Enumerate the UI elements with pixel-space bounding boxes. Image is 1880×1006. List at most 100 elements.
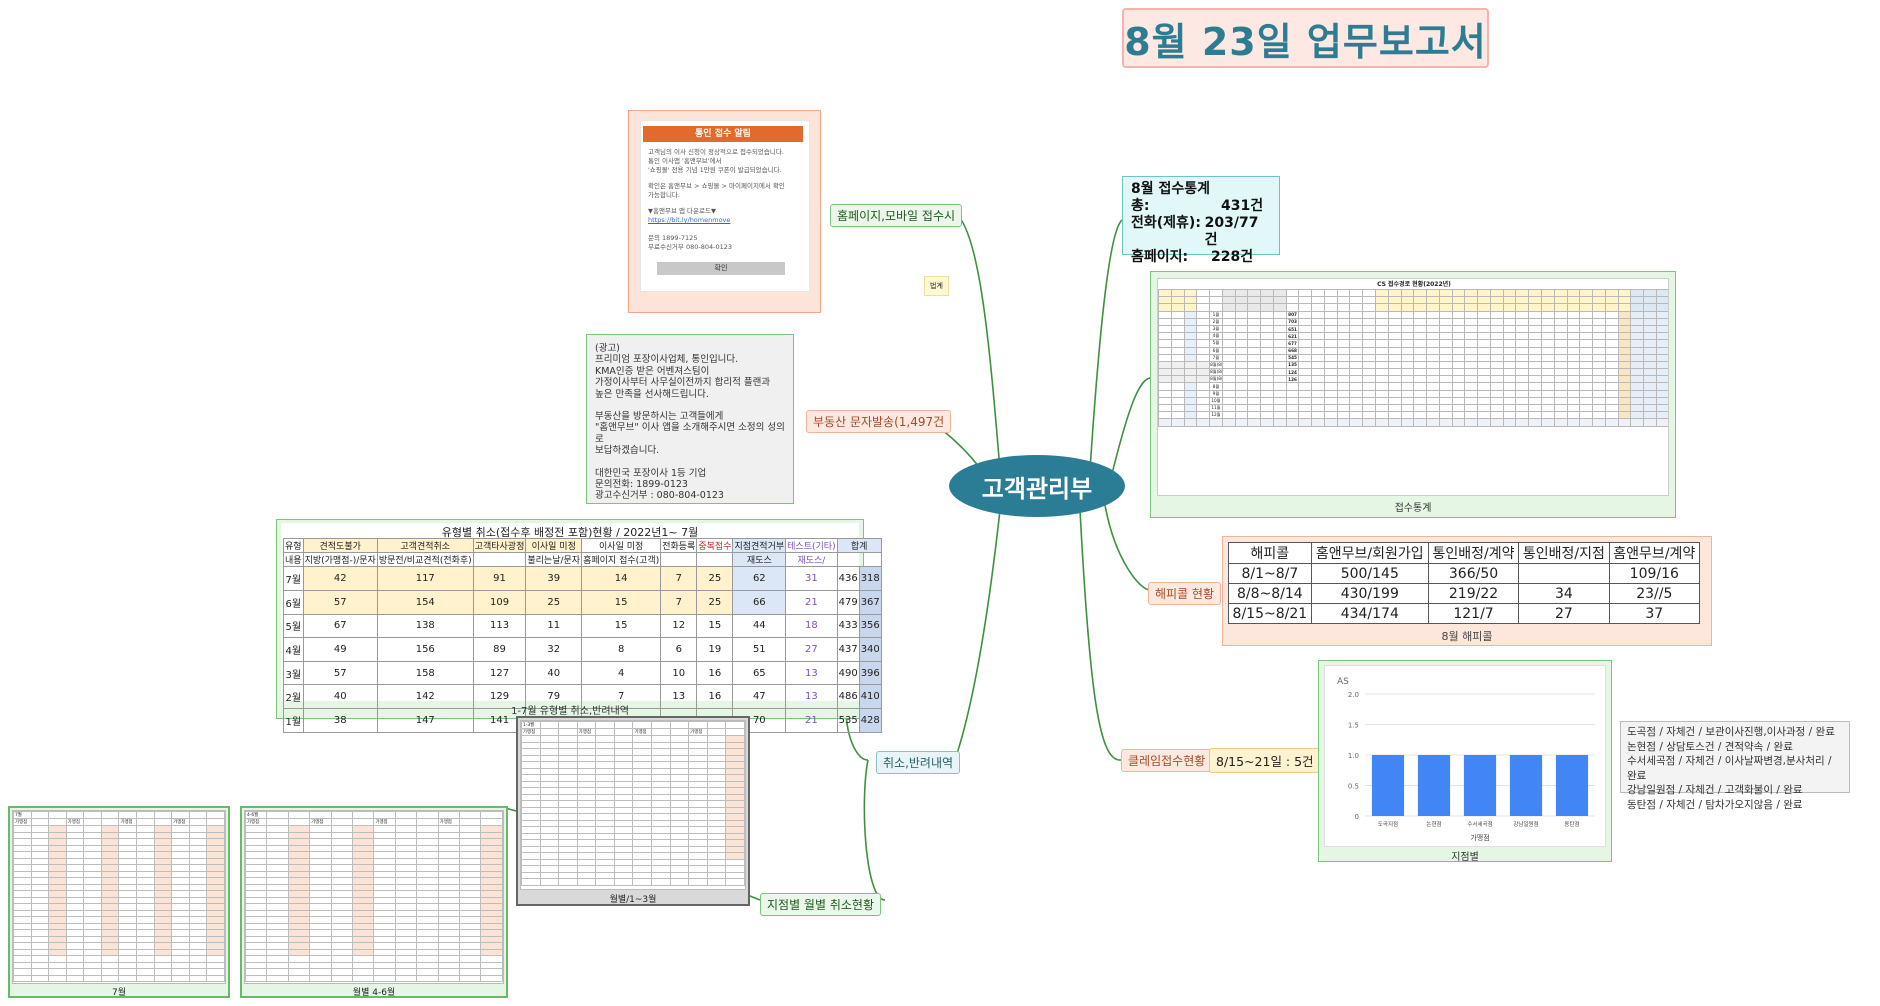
sheet-col-header: 가맹점: [171, 818, 190, 826]
sheet-cell: [118, 811, 138, 819]
cs-cell: [1196, 389, 1211, 398]
cs-cell: [1477, 368, 1491, 377]
cs-cell: [1592, 360, 1606, 370]
cs-cell: [1272, 324, 1287, 334]
cs-cell: [1502, 382, 1517, 391]
cs-cell: [1387, 396, 1402, 406]
cs-cell: [1643, 332, 1657, 341]
cs-cell: [1375, 353, 1389, 362]
cs-cell: [1336, 360, 1351, 370]
sheet-cell: [725, 813, 745, 821]
sheet-col-header: 가맹점: [13, 818, 32, 826]
cs-cell: [1630, 375, 1645, 384]
cs-cell: [1170, 403, 1185, 413]
sheet-cell: [206, 811, 225, 819]
cancel-month: 6월: [283, 589, 304, 615]
central-topic[interactable]: 고객관리부: [949, 455, 1125, 517]
cs-cell: [1400, 346, 1415, 355]
sheet-cell: [459, 890, 482, 898]
cs-cell: [1438, 317, 1453, 326]
cs-cell: [1489, 411, 1504, 420]
topic-cancel[interactable]: 취소,반려내역: [876, 751, 961, 774]
cs-cell: [1260, 411, 1274, 420]
cancel-cell: 47: [732, 684, 787, 709]
sheet-cell: [459, 935, 482, 943]
cs-cell: [1272, 360, 1287, 370]
topic-web-mobile[interactable]: 홈페이지,모바일 접수시: [830, 204, 963, 227]
sheet-cell: [725, 871, 745, 879]
sheet-cell: [480, 870, 503, 878]
cs-cell: [1566, 389, 1581, 398]
cs-cell: [1515, 403, 1530, 413]
hp-header: 해피콜: [1228, 542, 1312, 564]
cs-cell: [1553, 332, 1568, 341]
topic-sms[interactable]: 부동산 문자발송(1,497건: [806, 410, 952, 433]
stats-value: 228건: [1211, 249, 1254, 265]
cancel-cell: 156: [376, 637, 474, 662]
cs-cell: [1579, 403, 1594, 413]
as-x-tick: 동탄점: [1564, 820, 1579, 828]
cs-cell: [1451, 403, 1466, 413]
happycall-table-wrap[interactable]: 해피콜 홈앤무브/회원가입 통인배정/계약 통인배정/지점 홈앤무브/계약 8/…: [1228, 542, 1701, 624]
cs-header-cell: [1247, 288, 1262, 298]
cs-footer-cell: [1375, 418, 1389, 427]
cs-header-cell: [1183, 288, 1198, 298]
cs-cell: [1617, 396, 1632, 406]
cs-cell: [1170, 368, 1185, 377]
sheet-cell: [669, 721, 690, 729]
cs-cell: [1260, 396, 1274, 406]
cs-header-cell: [1426, 303, 1440, 312]
sheet-cell: [416, 974, 439, 982]
cs-cell: [1566, 346, 1581, 355]
cs-header-cell: [1400, 296, 1415, 305]
topic-branch-monthly[interactable]: 지점별 월별 취소현황: [760, 893, 881, 916]
cs-header-cell: [1489, 303, 1504, 312]
cs-cell: [1336, 396, 1351, 406]
sheet-cell: [480, 883, 503, 891]
monthly-stats-box[interactable]: 8월 접수통계 총:431건 전화(제휴):203/77건 홈페이지:228건: [1122, 176, 1280, 265]
cs-cell: [1362, 368, 1377, 377]
cs-header-cell: [1260, 303, 1274, 312]
sheet-cell: [459, 903, 482, 911]
sheet-cell: [83, 974, 102, 982]
cs-cell: [1272, 353, 1287, 362]
cs-cell: [1566, 353, 1581, 362]
cancel-subheader: 재도스: [732, 552, 787, 568]
cancel-cell: 154: [376, 589, 474, 615]
sheet-cell: [245, 974, 268, 982]
topic-happycall[interactable]: 해피콜 현황: [1148, 582, 1222, 605]
cs-cell: [1311, 346, 1325, 355]
cs-header-cell: [1272, 288, 1287, 298]
cs-cell: [1655, 382, 1668, 391]
cs-cell: [1323, 389, 1338, 398]
cancel-cell: 57: [302, 660, 378, 686]
app-download-link[interactable]: https://bit.ly/homenmove: [648, 216, 731, 224]
cs-cell: [1540, 382, 1555, 391]
cs-header-cell: [1617, 296, 1632, 305]
cs-footer-cell: [1464, 418, 1479, 427]
cs-header-cell: [1247, 303, 1262, 312]
topic-claims[interactable]: 클레임접수현황: [1121, 749, 1213, 772]
cs-cell: [1655, 360, 1668, 370]
as-bar: [1509, 755, 1543, 816]
sheet-cell: [480, 948, 503, 956]
notification-confirm-button[interactable]: 확인: [657, 262, 785, 275]
topic-claims-week[interactable]: 8/15~21일 : 5건: [1209, 748, 1321, 773]
sheet-cell: [206, 916, 225, 924]
sheet-cell: [188, 974, 208, 982]
sheet-cell: [669, 728, 690, 736]
cs-cell: [1579, 411, 1594, 420]
cs-cell: [1451, 339, 1466, 348]
cs-cell: [1183, 346, 1198, 355]
cs-cell: [1655, 389, 1668, 398]
cs-cell: [1170, 310, 1185, 319]
cs-cell: [1400, 353, 1415, 362]
notif-line: 고객님의 이사 신청이 정상적으로 접수되었습니다.: [648, 148, 784, 156]
cancel-cell: 25: [696, 566, 734, 591]
